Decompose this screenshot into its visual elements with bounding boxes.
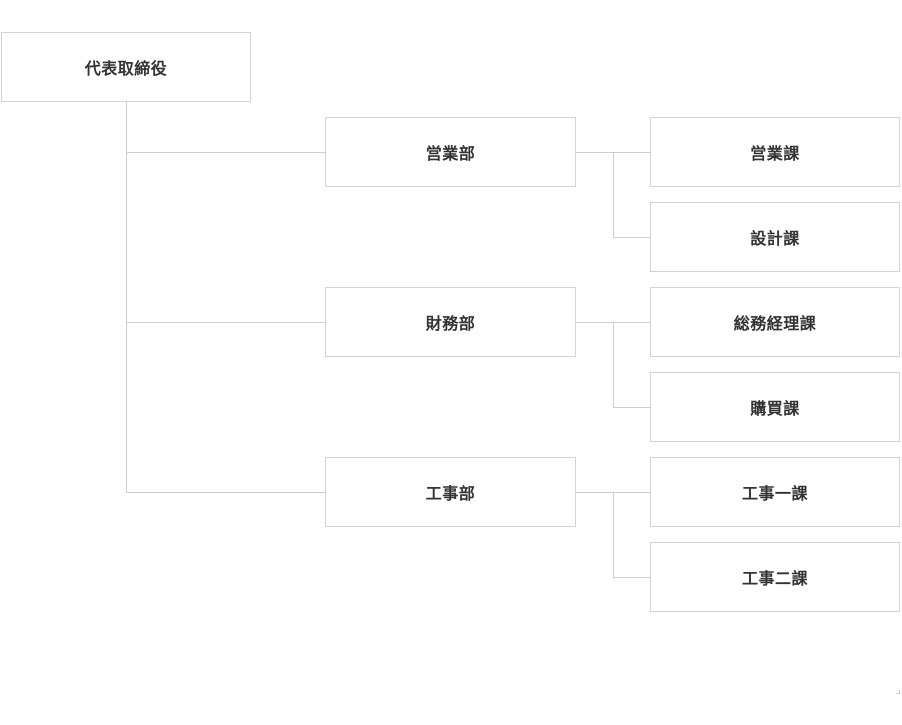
section-box-design[interactable]: 設計課 bbox=[650, 202, 900, 272]
dept-label: 営業部 bbox=[425, 144, 476, 163]
dept-box-sales[interactable]: 営業部 bbox=[325, 117, 576, 187]
connector-construction-dept-to-section-2 bbox=[613, 577, 650, 578]
connector-ceo-to-construction-dept bbox=[126, 492, 325, 493]
section-box-sales[interactable]: 営業課 bbox=[650, 117, 900, 187]
connector-finance-dept-trunk bbox=[613, 322, 614, 408]
section-label: 工事一課 bbox=[741, 484, 808, 503]
connector-ceo-to-finance-dept bbox=[126, 322, 325, 323]
connector-ceo-trunk bbox=[126, 102, 127, 493]
section-label: 設計課 bbox=[750, 229, 800, 248]
dept-label: 財務部 bbox=[425, 314, 476, 333]
section-box-construction-1[interactable]: 工事一課 bbox=[650, 457, 900, 527]
connector-sales-dept-trunk bbox=[613, 152, 614, 238]
connector-finance-dept-to-purchase-section bbox=[613, 407, 650, 408]
section-box-construction-2[interactable]: 工事二課 bbox=[650, 542, 900, 612]
section-label: 総務経理課 bbox=[733, 314, 817, 333]
section-label: 工事二課 bbox=[741, 569, 808, 588]
dept-label: 工事部 bbox=[425, 484, 476, 503]
ceo-box[interactable]: 代表取締役 bbox=[1, 32, 251, 102]
connector-construction-dept-trunk bbox=[613, 492, 614, 578]
resize-corner-mark bbox=[896, 690, 900, 694]
section-label: 購買課 bbox=[750, 399, 800, 418]
section-label: 営業課 bbox=[750, 144, 800, 163]
section-box-general-accounting[interactable]: 総務経理課 bbox=[650, 287, 900, 357]
connector-sales-dept-to-design-section bbox=[613, 237, 650, 238]
section-box-purchasing[interactable]: 購買課 bbox=[650, 372, 900, 442]
ceo-label: 代表取締役 bbox=[84, 59, 168, 78]
connector-ceo-to-sales-dept bbox=[126, 152, 325, 153]
dept-box-finance[interactable]: 財務部 bbox=[325, 287, 576, 357]
dept-box-construction[interactable]: 工事部 bbox=[325, 457, 576, 527]
